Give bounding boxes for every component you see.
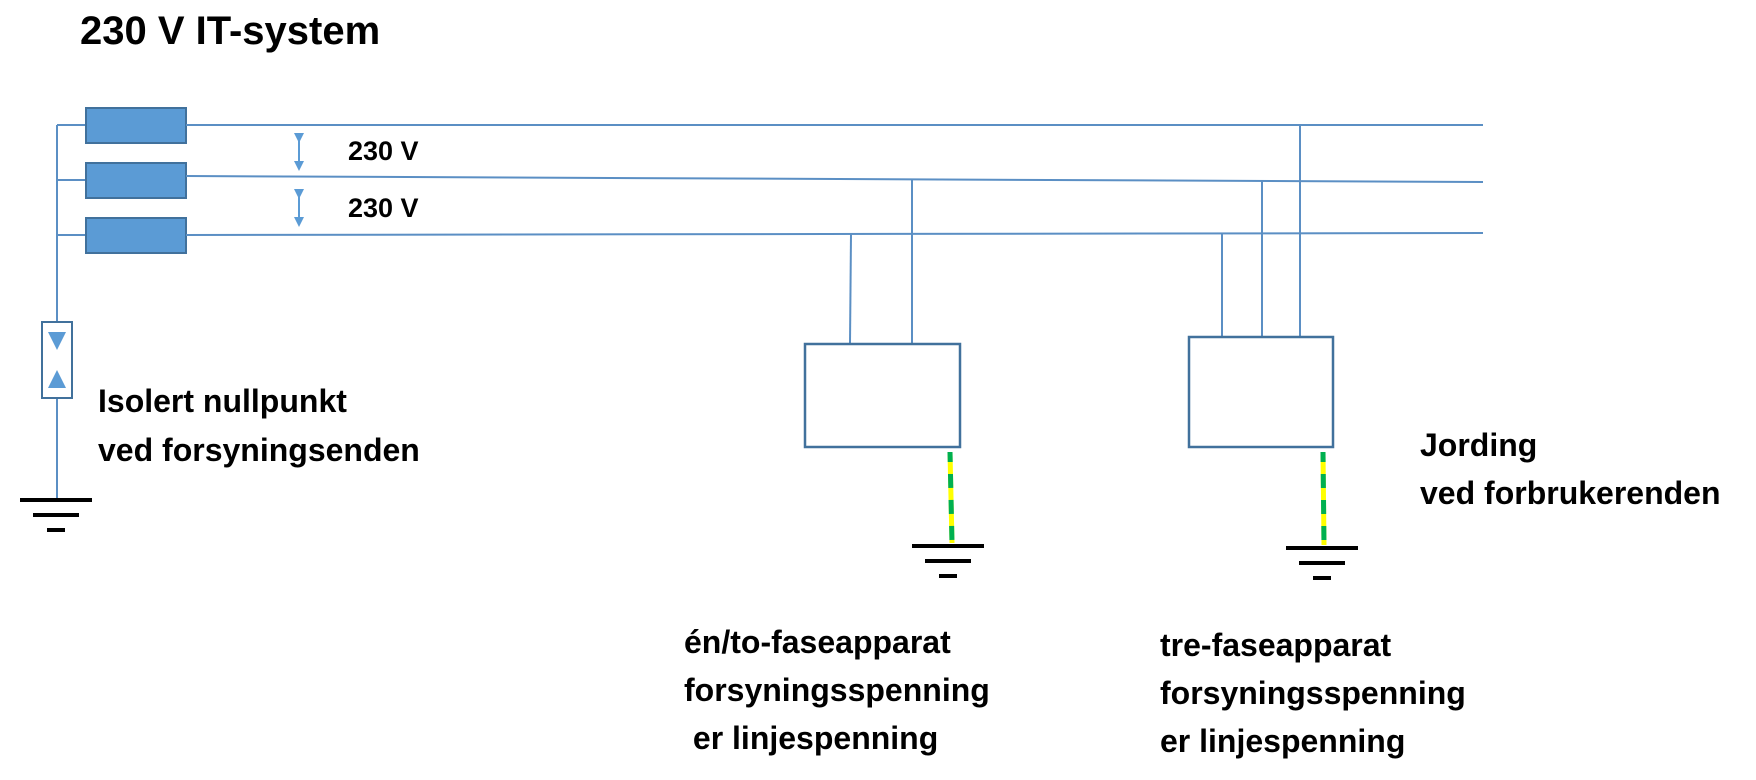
appliance-1-lead-l3	[849, 233, 852, 344]
appliance-single-caption-2: forsyningsspenning	[684, 672, 990, 708]
appliance-three-caption-2: forsyningsspenning	[1160, 675, 1466, 711]
appliance-three-caption-1: tre-faseapparat	[1160, 627, 1392, 663]
earthing-note-line-1: Jording	[1420, 427, 1537, 463]
supply-note-line-2: ved forsyningsenden	[98, 432, 420, 468]
ground-icon	[1286, 546, 1358, 580]
earthing-note-line-2: ved forbrukerenden	[1420, 475, 1721, 511]
fuse-icon	[85, 107, 187, 144]
appliance-2-pe-conductor-green	[1320, 451, 1327, 546]
voltage-label-l2-l3: 230 V	[348, 193, 419, 223]
appliance-three-caption-3: er linjespenning	[1160, 723, 1405, 759]
appliance-single-caption-3: er linjespenning	[684, 720, 938, 756]
isolation-arrow-up	[48, 370, 66, 388]
ground-icon	[912, 544, 984, 578]
appliance-single-caption-1: én/to-faseapparat	[684, 624, 951, 660]
appliance-1-pe-conductor-green	[947, 451, 955, 544]
voltage-label-l1-l2: 230 V	[348, 136, 419, 166]
phase-line-l2	[185, 175, 1484, 183]
supply-note-line-1: Isolert nullpunkt	[98, 383, 347, 419]
appliance-three-box	[1187, 335, 1335, 449]
phase-line-l3	[185, 232, 1484, 236]
ground-icon	[20, 498, 92, 532]
fuse-icon	[85, 217, 187, 254]
diagram-title: 230 V IT-system	[80, 9, 380, 53]
appliance-single-box	[803, 342, 962, 449]
fuse-icon	[85, 162, 187, 199]
isolation-arrow-down	[48, 332, 66, 350]
